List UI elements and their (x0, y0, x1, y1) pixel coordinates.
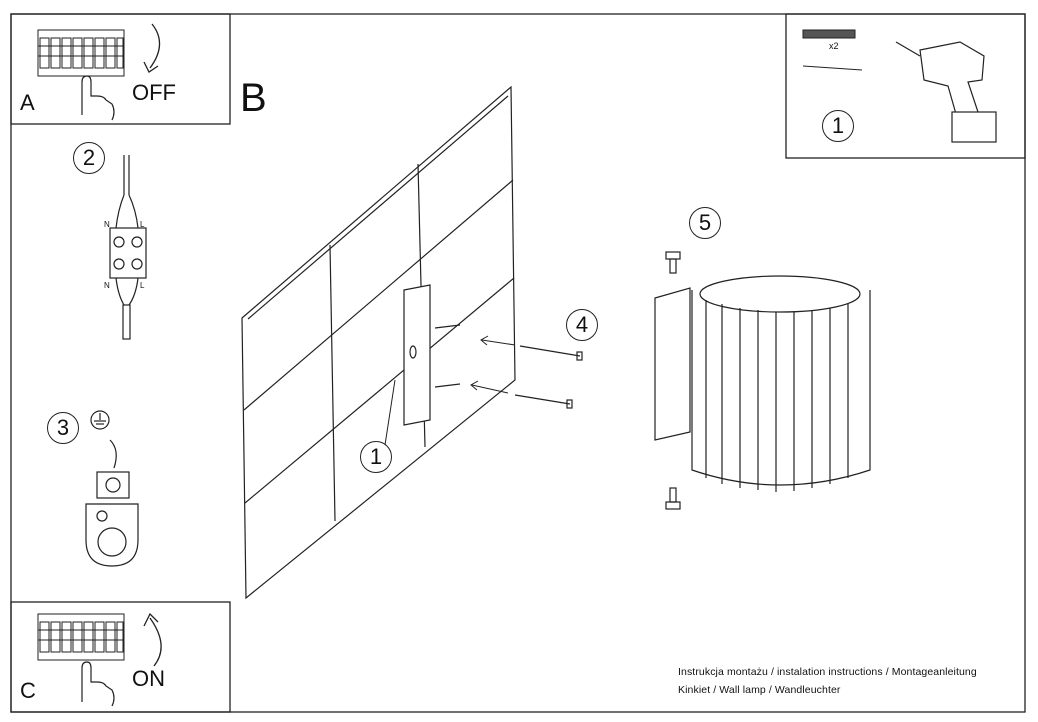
terminal-n-bottom: N (104, 281, 110, 290)
step-wiring-badge: 2 (73, 142, 105, 174)
insert-arrow-icon (384, 335, 516, 446)
terminal-l-top: L (140, 220, 145, 229)
step-ground-badge: 3 (47, 412, 79, 444)
terminal-n-top: N (104, 220, 110, 229)
screw-icon (434, 324, 583, 409)
panel-a-letter: A (20, 90, 35, 115)
quantity-label: x2 (829, 41, 839, 51)
step-bracket-badge: 1 (360, 441, 392, 473)
wall-icon (241, 85, 516, 600)
tools-panel-frame (785, 13, 1026, 159)
step-lamp-badge: 5 (689, 207, 721, 239)
step-tools-badge: 1 (822, 110, 854, 142)
drill-icon (895, 41, 997, 143)
lamp-screw-icon (665, 251, 681, 510)
on-label: ON (132, 666, 165, 691)
panel-c-frame (10, 601, 231, 713)
breaker-strip-icon (37, 29, 125, 77)
hand-icon (81, 75, 115, 121)
off-label: OFF (132, 80, 176, 105)
terminal-block-icon (109, 155, 147, 340)
wall-plug-icon (802, 29, 863, 71)
wall-lamp-icon (654, 275, 871, 492)
footer-subtitle: Kinkiet / Wall lamp / Wandleuchter (678, 684, 841, 696)
mounting-bracket-icon (403, 284, 431, 426)
step-screws-badge: 4 (566, 309, 598, 341)
turn-on-arrow-icon (143, 612, 162, 667)
hand-icon (81, 661, 115, 707)
terminal-l-bottom: L (140, 281, 145, 290)
section-b-letter: B (240, 76, 267, 120)
page-frame (10, 13, 1026, 713)
footer-title: Instrukcja montażu / instalation instruc… (678, 666, 977, 678)
panel-a-frame (10, 13, 231, 125)
turn-off-arrow-icon (143, 23, 161, 73)
breaker-strip-icon (37, 613, 125, 661)
panel-c-letter: C (20, 678, 36, 703)
ground-clamp-icon (85, 410, 139, 567)
